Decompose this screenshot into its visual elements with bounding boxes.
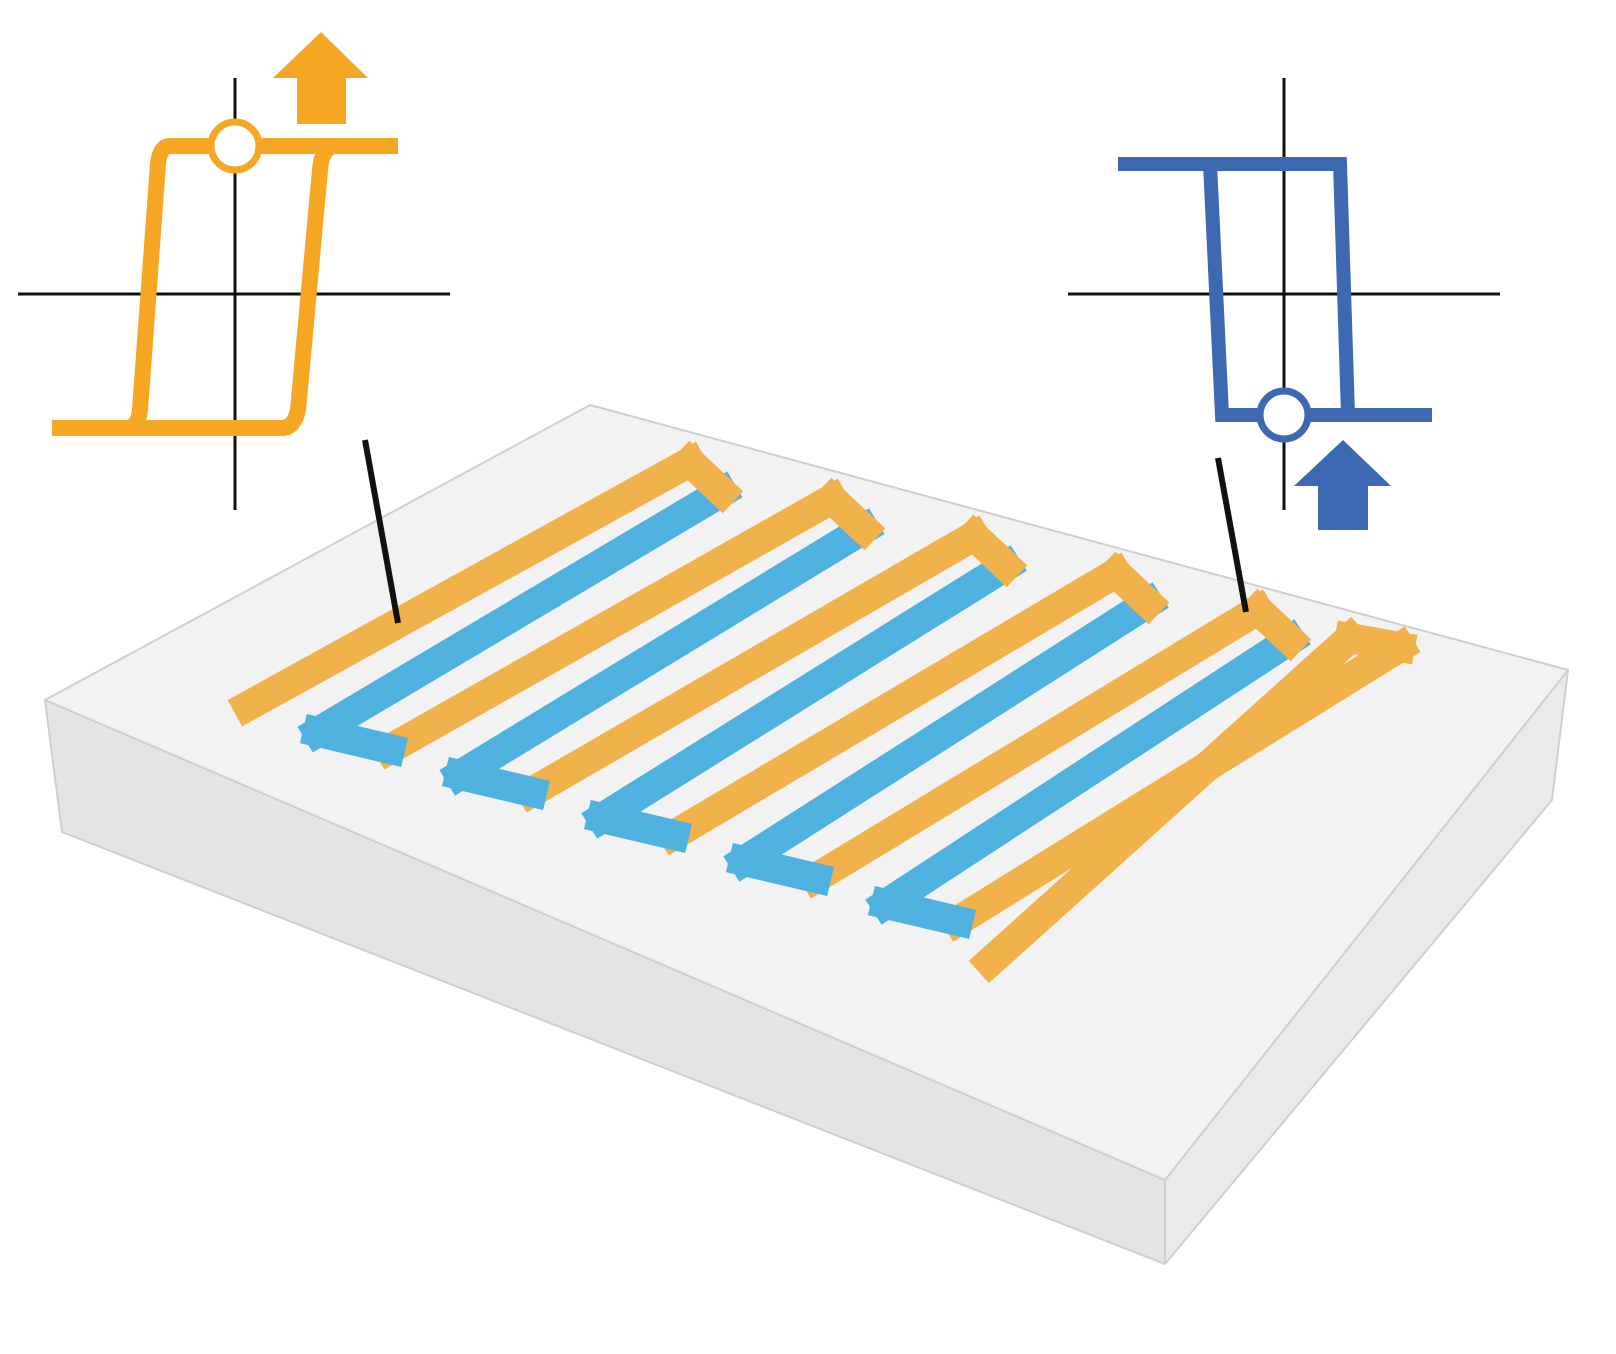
- right-loop-curve: [1118, 157, 1432, 422]
- wire-segment: [511, 515, 995, 813]
- wire-segment: [227, 441, 711, 727]
- wire-bridge: [952, 514, 1028, 588]
- wire-bridge: [725, 842, 835, 897]
- left-loop-state-marker: [207, 118, 263, 174]
- wire-bridge: [583, 799, 693, 854]
- wire-bridge: [867, 885, 977, 940]
- up-arrow-icon: [273, 32, 368, 124]
- wire-segment: [865, 619, 1311, 925]
- left-loop-curve: [52, 138, 398, 436]
- wire-bridge: [1332, 620, 1418, 665]
- wire-segment: [653, 552, 1137, 856]
- wire-bridge: [1094, 551, 1170, 625]
- wire-segment: [369, 478, 853, 770]
- right-loop-state-marker: [1256, 387, 1312, 443]
- up-arrow-icon: [1294, 440, 1391, 530]
- meander-wire: [227, 440, 1421, 984]
- hysteresis-loop-left: [18, 32, 450, 510]
- wire-segment: [723, 582, 1169, 882]
- wire-bridge: [810, 477, 886, 551]
- wire-segment: [581, 545, 1027, 839]
- leader-line-right: [1215, 457, 1249, 613]
- wire-segment: [297, 471, 743, 753]
- wire-segment: [968, 616, 1372, 984]
- wire-bridge: [299, 713, 409, 768]
- wire-segment: [795, 589, 1279, 899]
- wire-segment: [439, 508, 885, 796]
- wire-bridge: [668, 440, 744, 514]
- wire-bridge: [441, 756, 551, 811]
- leader-line-left: [362, 439, 401, 624]
- wire-bridge: [1236, 588, 1312, 662]
- hysteresis-loop-right: [1068, 78, 1500, 530]
